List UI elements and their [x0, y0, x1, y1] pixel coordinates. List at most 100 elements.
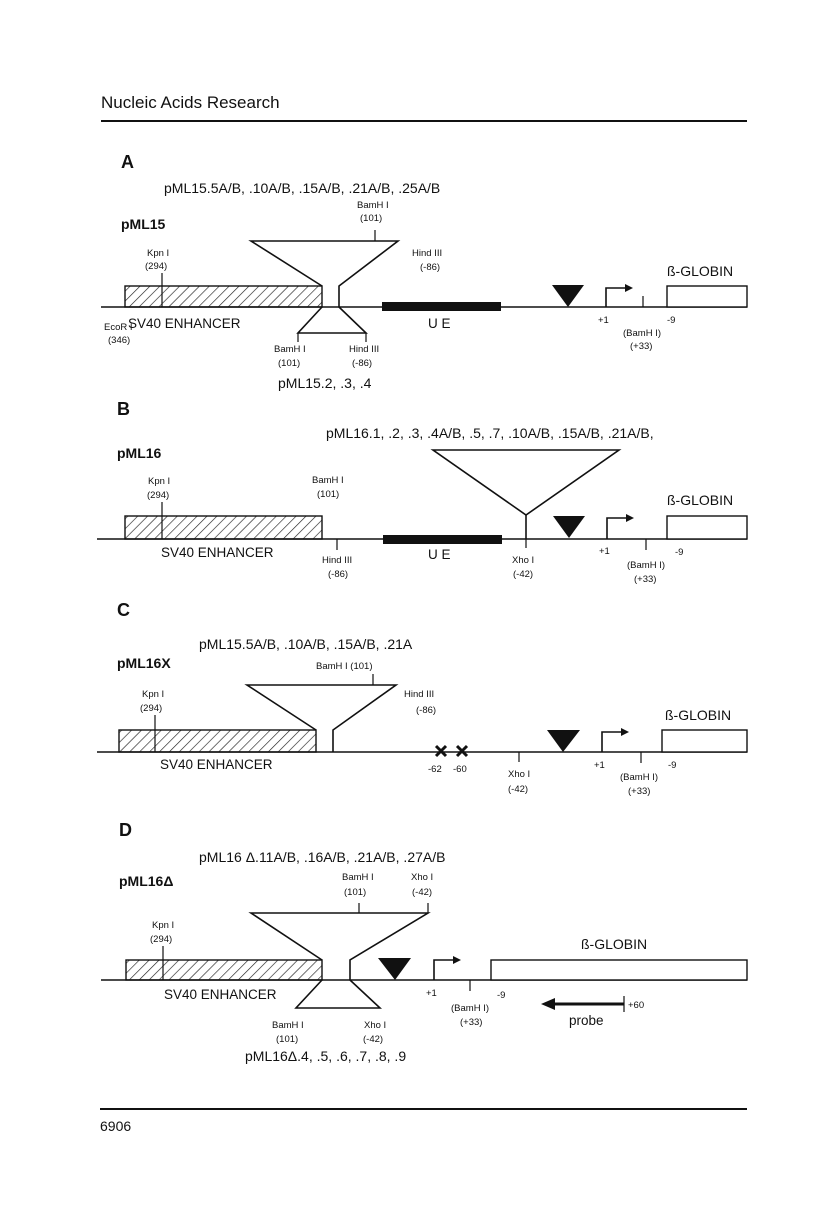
panel-b-enhancer-box: [124, 515, 323, 540]
panel-b-construct: pML16: [117, 445, 162, 461]
panel-c-insert-top: [244, 684, 399, 752]
panel-d-kpni-pos: (294): [150, 934, 172, 945]
panel-a-enhancer-label: SV40 ENHANCER: [128, 316, 241, 331]
panel-d-xhoi-top-pos: (-42): [412, 887, 432, 898]
panel-a: A pML15.5A/B, .10A/B, .15A/B, .21A/B, .2…: [101, 152, 748, 391]
panel-a-enhancer-box: [124, 285, 323, 308]
panel-b-minus9: -9: [675, 547, 683, 558]
panel-d-globin-label: ß-GLOBIN: [581, 936, 647, 952]
panel-c-globin-label: ß-GLOBIN: [665, 707, 731, 723]
panel-d-xhoi-bot-label: Xho I: [364, 1020, 386, 1031]
panel-d-enhancer-label: SV40 ENHANCER: [164, 987, 277, 1002]
panel-a-hindiii-bot-label: Hind III: [349, 344, 379, 355]
panel-b-ue-label: U E: [428, 547, 451, 562]
panel-c-hindiii-pos: (-86): [416, 705, 436, 716]
panel-a-globin-box: [666, 285, 748, 308]
panel-c-x-mark-62: [434, 744, 448, 758]
panel-a-hindiii-bot-pos: (-86): [352, 358, 372, 369]
panel-a-bamhi-bot-pos: (101): [278, 358, 300, 369]
panel-d-enhancer-box: [125, 959, 323, 981]
panel-c-globin-box: [661, 729, 748, 753]
panel-d-letter: D: [119, 820, 132, 840]
panel-b-plus1: +1: [599, 546, 610, 557]
panel-c-minus62: -62: [428, 764, 442, 775]
panel-b-start-arrow: [606, 517, 627, 539]
panel-d-bamhi-bot-label: BamH I: [272, 1020, 304, 1031]
panel-b-bamhi-globin-label: (BamH I): [627, 560, 665, 571]
panel-b-xhoi-label: Xho I: [512, 555, 534, 566]
panel-b-variants-top: pML16.1, .2, .3, .4A/B, .5, .7, .10A/B, …: [326, 425, 654, 441]
panel-a-bamhi-globin-pos: (+33): [630, 341, 652, 352]
panel-a-arrow-head: [625, 284, 633, 292]
panel-a-bamhi-top-label: BamH I: [357, 200, 389, 211]
panel-c-enhancer-box: [118, 729, 317, 753]
panel-c-xhoi-label: Xho I: [508, 769, 530, 780]
panel-d-bamhi-top-label: BamH I: [342, 872, 374, 883]
panel-d-probe-label: probe: [569, 1013, 604, 1028]
panel-c-x-mark-60: [455, 744, 469, 758]
panel-a-plus1: +1: [598, 315, 609, 326]
panel-d-plus1: +1: [426, 988, 437, 999]
panel-c-kpni-label: Kpn I: [142, 689, 164, 700]
panel-c-bamhi-globin-label: (BamH I): [620, 772, 658, 783]
panel-a-minus9: -9: [667, 315, 675, 326]
panel-a-bamhi-top-pos: (101): [360, 213, 382, 224]
panel-b-bamhi-label: BamH I: [312, 475, 344, 486]
panel-d: D pML16 Δ.11A/B, .16A/B, .21A/B, .27A/B …: [101, 820, 748, 1064]
panel-d-probe-arrowhead: [541, 998, 555, 1010]
panel-d-variants-bottom: pML16Δ.4, .5, .6, .7, .8, .9: [245, 1048, 406, 1064]
panel-d-bamhi-globin-label: (BamH I): [451, 1003, 489, 1014]
panel-d-minus9: -9: [497, 990, 505, 1001]
panel-a-variants-bottom: pML15.2, .3, .4: [278, 375, 372, 391]
panel-a-start-arrow: [605, 287, 626, 307]
panel-c-plus1: +1: [594, 760, 605, 771]
panel-c-tata-triangle: [547, 730, 580, 752]
panel-b-enhancer-label: SV40 ENHANCER: [161, 545, 274, 560]
panel-c-kpni-pos: (294): [140, 703, 162, 714]
panel-c-hindiii-label: Hind III: [404, 689, 434, 700]
panel-b-globin-label: ß-GLOBIN: [667, 492, 733, 508]
panel-b-ue-box: [383, 535, 502, 544]
panel-a-tata-triangle: [552, 285, 584, 307]
panel-a-hindiii-top-pos: (-86): [420, 262, 440, 273]
panel-c-bamhi-globin-pos: (+33): [628, 786, 650, 797]
panel-b-insert-triangle: [430, 449, 622, 516]
panel-b-globin-box: [666, 515, 748, 540]
panel-b: B pML16.1, .2, .3, .4A/B, .5, .7, .10A/B…: [97, 399, 748, 585]
panel-a-insert-top: [248, 240, 401, 307]
panel-b-bamhi-globin-pos: (+33): [634, 574, 656, 585]
panel-d-kpni-label: Kpn I: [152, 920, 174, 931]
panel-d-bamhi-bot-pos: (101): [276, 1034, 298, 1045]
panel-b-tata-triangle: [553, 516, 585, 538]
panel-b-hindiii-label: Hind III: [322, 555, 352, 566]
panel-a-letter: A: [121, 152, 134, 172]
panel-d-bamhi-globin-pos: (+33): [460, 1017, 482, 1028]
panel-b-arrow-head: [626, 514, 634, 522]
panel-d-plus60: +60: [628, 1000, 644, 1011]
panel-c: C pML15.5A/B, .10A/B, .15A/B, .21A pML16…: [97, 600, 748, 797]
panel-b-kpni-label: Kpn I: [148, 476, 170, 487]
panel-b-bamhi-pos: (101): [317, 489, 339, 500]
panel-a-bamhi-globin-label: (BamH I): [623, 328, 661, 339]
panel-d-tata-triangle: [378, 958, 411, 980]
panel-d-arrow-head: [453, 956, 461, 964]
panel-c-variants-top: pML15.5A/B, .10A/B, .15A/B, .21A: [199, 636, 413, 652]
panel-a-bamhi-bot-label: BamH I: [274, 344, 306, 355]
panel-d-start-arrow: [433, 959, 454, 980]
panel-a-ue-box: [382, 302, 501, 311]
panel-b-hindiii-pos: (-86): [328, 569, 348, 580]
panel-d-construct: pML16Δ: [119, 873, 173, 889]
panel-a-insert-bottom: [296, 306, 368, 334]
panel-c-letter: C: [117, 600, 130, 620]
panel-c-enhancer-label: SV40 ENHANCER: [160, 757, 273, 772]
panel-d-insert-bottom: [294, 979, 383, 1009]
panel-d-globin-box: [490, 959, 748, 981]
panel-c-xhoi-pos: (-42): [508, 784, 528, 795]
panel-b-letter: B: [117, 399, 130, 419]
panel-a-ue-label: U E: [428, 316, 451, 331]
panel-a-ecori-label: EcoR I: [104, 322, 133, 333]
panel-a-ecori-pos: (346): [108, 335, 130, 346]
panel-d-variants-top: pML16 Δ.11A/B, .16A/B, .21A/B, .27A/B: [199, 849, 445, 865]
panel-c-start-arrow: [601, 731, 622, 752]
